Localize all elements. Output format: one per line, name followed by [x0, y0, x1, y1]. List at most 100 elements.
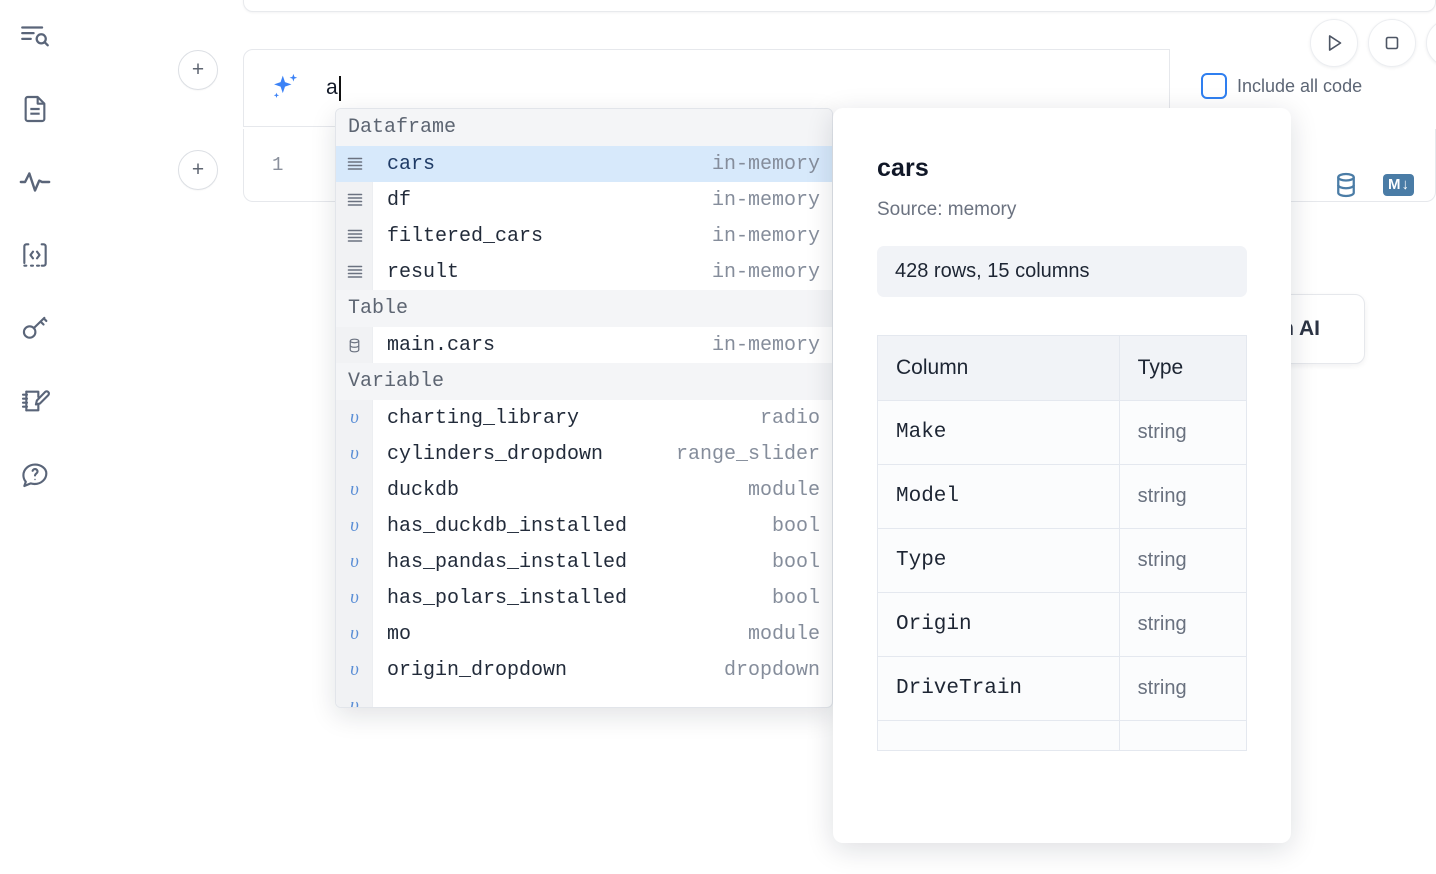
left-icon-rail: [0, 0, 70, 874]
autocomplete-item-name: mo: [387, 622, 412, 646]
schema-column-type: string: [1118, 528, 1248, 593]
add-cell-button-below[interactable]: +: [178, 150, 218, 190]
autocomplete-item-name: cars: [387, 152, 436, 176]
autocomplete-item-type: [808, 695, 832, 708]
line-number: 1: [272, 154, 284, 176]
schema-column-type: string: [1118, 464, 1248, 529]
detail-source: Source: memory: [877, 199, 1017, 220]
dataframe-icon: [336, 263, 373, 281]
include-all-code-checkbox[interactable]: [1201, 73, 1227, 99]
key-icon[interactable]: [13, 306, 57, 350]
variable-icon: υ: [350, 659, 359, 680]
autocomplete-item-name: origin_dropdown: [387, 658, 568, 682]
schema-header-type: Type: [1118, 335, 1248, 401]
markdown-arrow: ↓: [1401, 176, 1410, 194]
dataframe-icon: [336, 191, 373, 209]
dataframe-icon: [336, 227, 373, 245]
variable-icon: υ: [350, 443, 359, 464]
scratchpad-icon[interactable]: [13, 379, 57, 423]
autocomplete-item-name: duckdb: [387, 478, 460, 502]
autocomplete-item-type: in-memory: [711, 333, 820, 357]
autocomplete-item[interactable]: cars in-memory: [336, 146, 832, 182]
ai-prompt-value: a: [326, 76, 338, 99]
autocomplete-item-name: [373, 695, 808, 708]
autocomplete-item-type: in-memory: [711, 188, 820, 212]
database-icon[interactable]: [1331, 170, 1361, 200]
variable-icon: υ: [350, 623, 359, 644]
autocomplete-item-type: bool: [771, 514, 820, 538]
schema-column-type: string: [1118, 400, 1248, 465]
detail-title: cars: [877, 154, 929, 182]
code-snippet-icon[interactable]: [13, 233, 57, 277]
cell-type-icons: M↓: [1331, 170, 1414, 200]
autocomplete-item-name: has_pandas_installed: [387, 550, 628, 574]
autocomplete-group-header: Table: [336, 290, 832, 327]
autocomplete-item-name: df: [387, 188, 412, 212]
autocomplete-item-name: has_duckdb_installed: [387, 514, 628, 538]
autocomplete-item-type: in-memory: [711, 224, 820, 248]
schema-column-name: DriveTrain: [877, 656, 1120, 721]
autocomplete-item[interactable]: υ has_duckdb_installed bool: [336, 508, 832, 544]
autocomplete-item[interactable]: υ mo module: [336, 616, 832, 652]
autocomplete-item-clipped[interactable]: υ: [336, 688, 832, 708]
include-all-code-row[interactable]: Include all code: [1201, 73, 1362, 99]
run-button[interactable]: [1310, 19, 1358, 67]
autocomplete-item[interactable]: filtered_cars in-memory: [336, 218, 832, 254]
dataframe-icon: [336, 155, 373, 173]
autocomplete-item-type: range_slider: [675, 442, 820, 466]
schema-header-column: Column: [877, 335, 1120, 401]
autocomplete-item-type: module: [747, 622, 820, 646]
variable-icon: υ: [350, 551, 359, 572]
schema-row-clipped: [877, 720, 1248, 751]
sparkles-icon: [266, 69, 304, 107]
schema-column-type: string: [1118, 656, 1248, 721]
schema-column-name: Model: [877, 464, 1120, 529]
ai-prompt-input[interactable]: a: [326, 50, 1169, 126]
autocomplete-item[interactable]: υ has_pandas_installed bool: [336, 544, 832, 580]
plus-icon: +: [191, 57, 205, 81]
autocomplete-item-type: module: [747, 478, 820, 502]
variable-icon: υ: [350, 479, 359, 500]
autocomplete-item-type: in-memory: [711, 152, 820, 176]
autocomplete-item[interactable]: υ duckdb module: [336, 472, 832, 508]
dataframe-detail-panel: cars Source: memory 428 rows, 15 columns…: [833, 108, 1291, 843]
stop-button[interactable]: [1368, 19, 1416, 67]
autocomplete-item-type: bool: [771, 550, 820, 574]
variable-icon: υ: [350, 407, 359, 428]
table-db-icon: [336, 337, 373, 354]
autocomplete-group-header: Dataframe: [336, 109, 832, 146]
detail-shape-badge: 428 rows, 15 columns: [877, 246, 1247, 297]
autocomplete-item-name: filtered_cars: [387, 224, 544, 248]
schema-column-name: Make: [877, 400, 1120, 465]
add-cell-button-above[interactable]: +: [178, 50, 218, 90]
help-chat-icon[interactable]: [13, 452, 57, 496]
autocomplete-item[interactable]: df in-memory: [336, 182, 832, 218]
activity-icon[interactable]: [13, 160, 57, 204]
schema-column-name: Type: [877, 528, 1120, 593]
variable-icon: υ: [350, 515, 359, 536]
schema-column-type: string: [1118, 592, 1248, 657]
text-caret: [338, 75, 341, 101]
autocomplete-item-name: has_polars_installed: [387, 586, 628, 610]
file-text-icon[interactable]: [13, 87, 57, 131]
more-button[interactable]: [1426, 19, 1436, 67]
outline-search-icon[interactable]: [13, 14, 57, 58]
previous-cell-clipped: [243, 0, 1436, 12]
variable-icon: υ: [350, 695, 359, 708]
variable-icon: υ: [350, 587, 359, 608]
markdown-icon[interactable]: M↓: [1383, 174, 1414, 196]
